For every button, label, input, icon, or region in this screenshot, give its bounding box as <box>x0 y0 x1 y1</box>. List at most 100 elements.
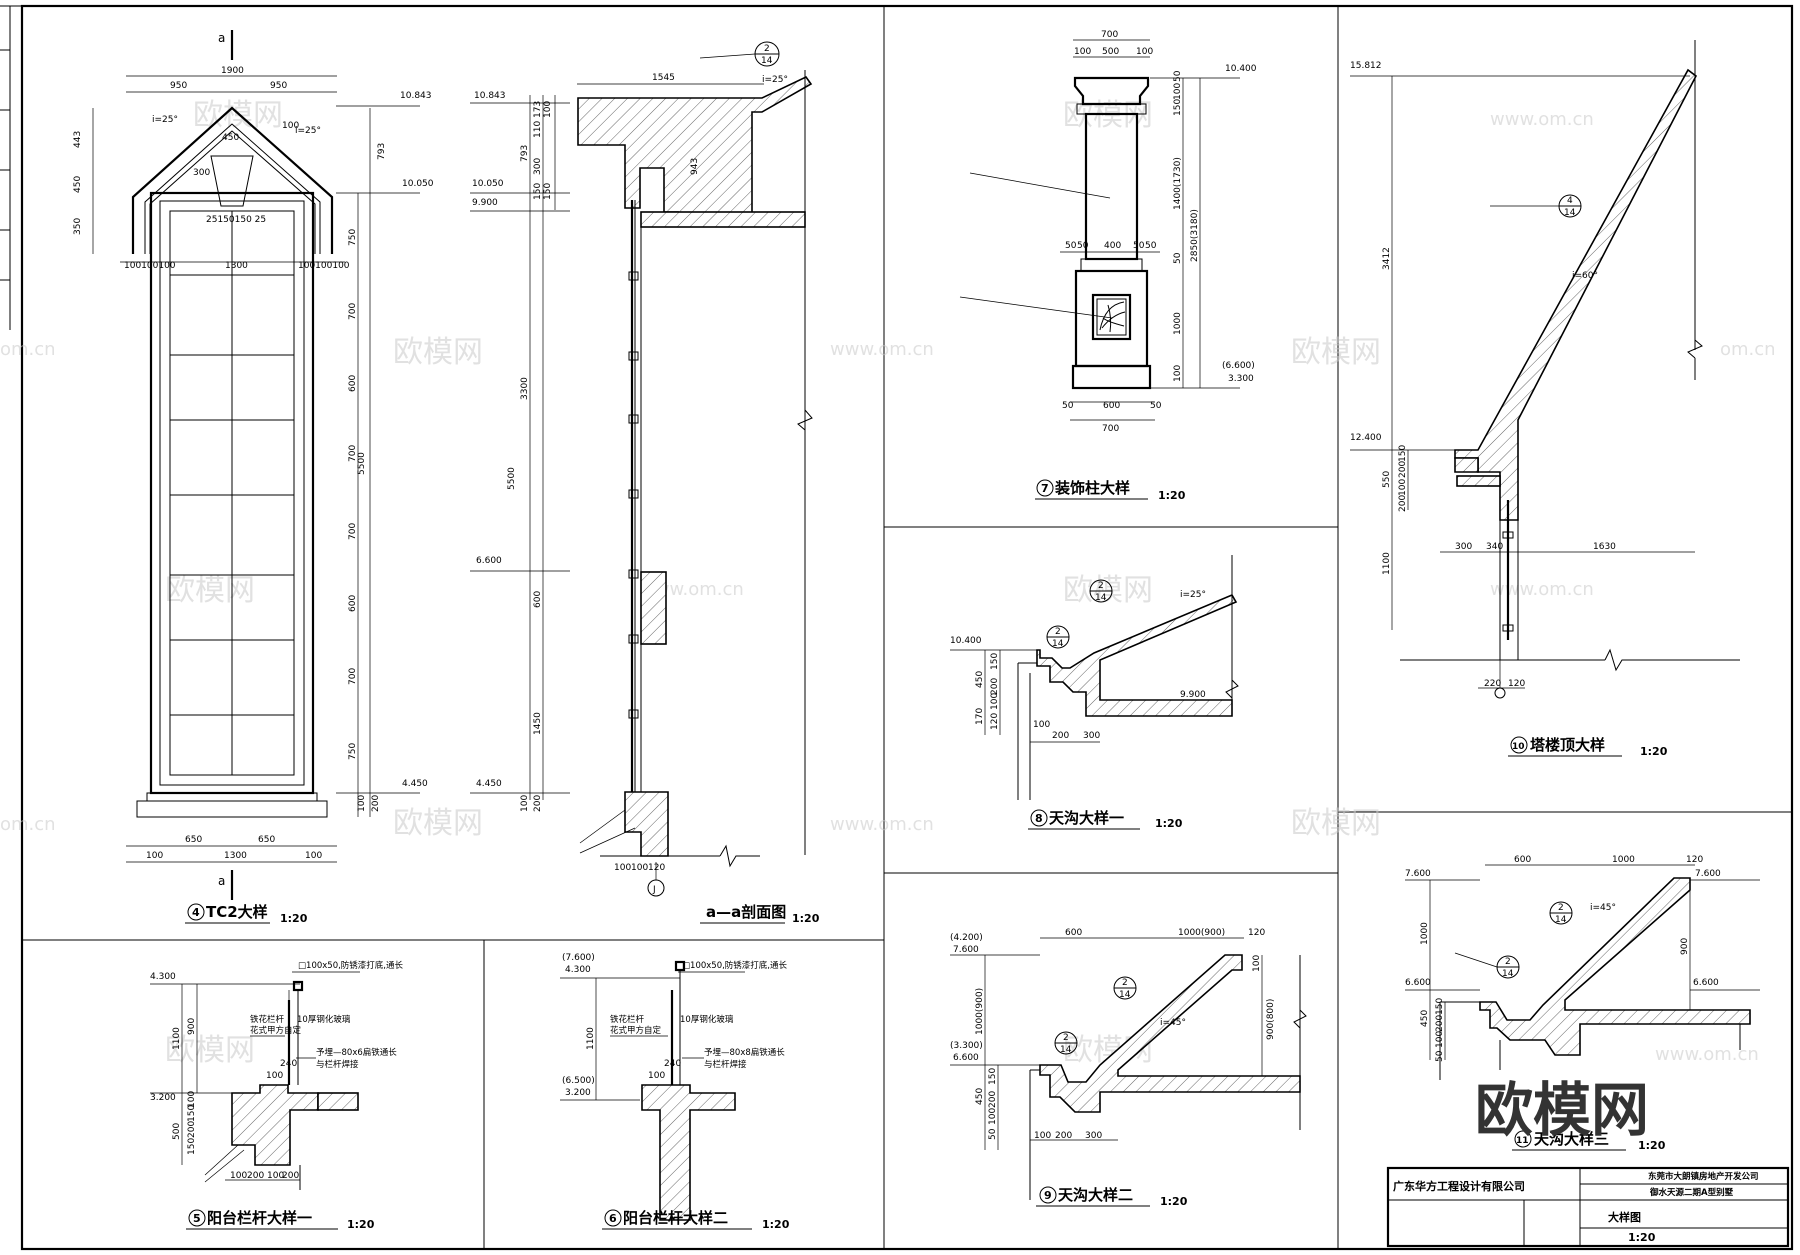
svg-text:a: a <box>218 874 225 888</box>
svg-text:100100100: 100100100 <box>298 261 350 271</box>
svg-text:100: 100 <box>1173 365 1183 382</box>
svg-text:i=45°: i=45° <box>1590 903 1616 913</box>
svg-text:6: 6 <box>609 1212 617 1225</box>
svg-text:花式甲方自定: 花式甲方自定 <box>610 1025 662 1036</box>
svg-text:50: 50 <box>1150 401 1162 411</box>
svg-text:120: 120 <box>990 713 1000 730</box>
svg-text:4.300: 4.300 <box>150 972 176 982</box>
svg-text:阳台栏杆大样一: 阳台栏杆大样一 <box>207 1209 312 1227</box>
svg-text:www.om.cn: www.om.cn <box>1490 109 1594 130</box>
svg-text:600: 600 <box>1103 401 1120 411</box>
svg-text:10.050: 10.050 <box>472 179 504 189</box>
svg-text:欧模网: 欧模网 <box>193 98 283 133</box>
svg-text:15.812: 15.812 <box>1350 61 1382 71</box>
svg-text:铁花栏杆: 铁花栏杆 <box>250 1014 285 1025</box>
svg-text:150: 150 <box>1173 99 1183 116</box>
svg-text:6.600: 6.600 <box>1405 978 1431 988</box>
svg-text:a: a <box>218 31 225 45</box>
svg-text:5500: 5500 <box>507 467 517 490</box>
svg-text:14: 14 <box>761 56 773 66</box>
svg-text:550: 550 <box>1382 471 1392 488</box>
svg-text:om.cn: om.cn <box>0 814 56 835</box>
svg-text:50: 50 <box>988 1128 998 1140</box>
svg-text:220: 220 <box>1484 679 1501 689</box>
svg-text:2: 2 <box>1558 903 1564 913</box>
svg-text:9: 9 <box>1044 1189 1052 1202</box>
svg-text:7.600: 7.600 <box>1695 869 1721 879</box>
svg-text:1:20: 1:20 <box>792 912 820 925</box>
svg-text:10厚钢化玻璃: 10厚钢化玻璃 <box>680 1014 734 1025</box>
svg-text:700: 700 <box>348 523 358 540</box>
svg-text:1545: 1545 <box>652 73 675 83</box>
svg-text:7.600: 7.600 <box>1405 869 1431 879</box>
svg-text:花式甲方自定: 花式甲方自定 <box>250 1025 302 1036</box>
svg-text:欧模网: 欧模网 <box>1475 1076 1649 1144</box>
svg-text:TC2大样: TC2大样 <box>206 903 268 921</box>
svg-text:6.600: 6.600 <box>1693 978 1719 988</box>
svg-text:340: 340 <box>1486 542 1503 552</box>
svg-text:1:20: 1:20 <box>280 912 308 925</box>
svg-text:100: 100 <box>1435 1031 1445 1048</box>
svg-text:450: 450 <box>975 1088 985 1105</box>
svg-text:14: 14 <box>1095 593 1107 603</box>
svg-text:□100x50,防锈漆打底,通长: □100x50,防锈漆打底,通长 <box>298 960 404 971</box>
svg-text:110: 110 <box>533 121 543 138</box>
svg-text:9.900: 9.900 <box>1180 690 1206 700</box>
svg-text:200: 200 <box>371 795 381 812</box>
svg-text:200: 200 <box>1052 731 1069 741</box>
svg-text:650: 650 <box>185 835 202 845</box>
svg-text:150: 150 <box>990 653 1000 670</box>
svg-text:750: 750 <box>348 743 358 760</box>
svg-text:om.cn: om.cn <box>1720 339 1776 360</box>
svg-text:www.om.cn: www.om.cn <box>1655 1044 1759 1065</box>
svg-text:150: 150 <box>988 1068 998 1085</box>
svg-text:2: 2 <box>1098 581 1104 591</box>
svg-text:1300: 1300 <box>224 851 247 861</box>
svg-text:5500: 5500 <box>357 452 367 475</box>
svg-text:600: 600 <box>348 375 358 392</box>
svg-text:900: 900 <box>1680 938 1690 955</box>
tb-scale: 1:20 <box>1628 1231 1656 1244</box>
title-block: 广东华方工程设计有限公司 东莞市大朗镇房地产开发公司 御水天源二期A型别墅 大样… <box>1386 1166 1790 1248</box>
svg-text:□100x50,防锈漆打底,通长: □100x50,防锈漆打底,通长 <box>682 960 788 971</box>
section-mullion-nodes <box>628 271 639 719</box>
svg-text:i=45°: i=45° <box>1160 1018 1186 1028</box>
svg-text:4: 4 <box>1567 196 1573 206</box>
svg-text:100: 100 <box>614 863 631 873</box>
svg-text:1000: 1000 <box>1420 922 1430 945</box>
svg-text:14: 14 <box>1564 208 1576 218</box>
svg-text:1000: 1000 <box>1173 312 1183 335</box>
sheet-frame <box>0 4 1794 1251</box>
svg-text:173: 173 <box>533 101 543 118</box>
svg-text:10: 10 <box>1512 742 1525 752</box>
svg-text:300: 300 <box>1083 731 1100 741</box>
svg-text:10.050: 10.050 <box>402 179 434 189</box>
gutter1-detail: 2 14 2 14 i=25° 10.400 9.900 150 200 100… <box>950 555 1239 830</box>
svg-text:(6.600): (6.600) <box>1222 361 1255 371</box>
svg-text:予埋—80x8扁铁通长: 予埋—80x8扁铁通长 <box>704 1047 785 1058</box>
svg-text:欧模网: 欧模网 <box>393 335 483 370</box>
svg-text:10.400: 10.400 <box>1225 64 1257 74</box>
tc2-row-dims: 750 700 600 700 700 600 700 750 <box>348 229 358 760</box>
svg-text:120: 120 <box>1248 928 1265 938</box>
svg-text:200: 200 <box>1055 1131 1072 1141</box>
svg-text:5: 5 <box>193 1212 201 1225</box>
svg-text:700: 700 <box>1102 424 1119 434</box>
svg-text:50: 50 <box>1173 70 1183 82</box>
svg-text:450: 450 <box>1420 1010 1430 1027</box>
svg-text:100: 100 <box>648 1071 665 1081</box>
svg-text:100: 100 <box>305 851 322 861</box>
svg-text:2: 2 <box>764 44 770 54</box>
svg-text:150: 150 <box>187 1138 197 1155</box>
svg-text:1100: 1100 <box>586 1027 596 1050</box>
svg-text:150: 150 <box>187 1105 197 1122</box>
svg-text:700: 700 <box>348 445 358 462</box>
svg-text:100100100: 100100100 <box>124 261 176 271</box>
svg-text:1630: 1630 <box>1593 542 1616 552</box>
tb-client: 东莞市大朗镇房地产开发公司 <box>1648 1171 1759 1182</box>
svg-text:150: 150 <box>1398 445 1408 462</box>
svg-text:793: 793 <box>377 143 387 160</box>
svg-text:700: 700 <box>348 303 358 320</box>
svg-text:om.cn: om.cn <box>0 339 56 360</box>
